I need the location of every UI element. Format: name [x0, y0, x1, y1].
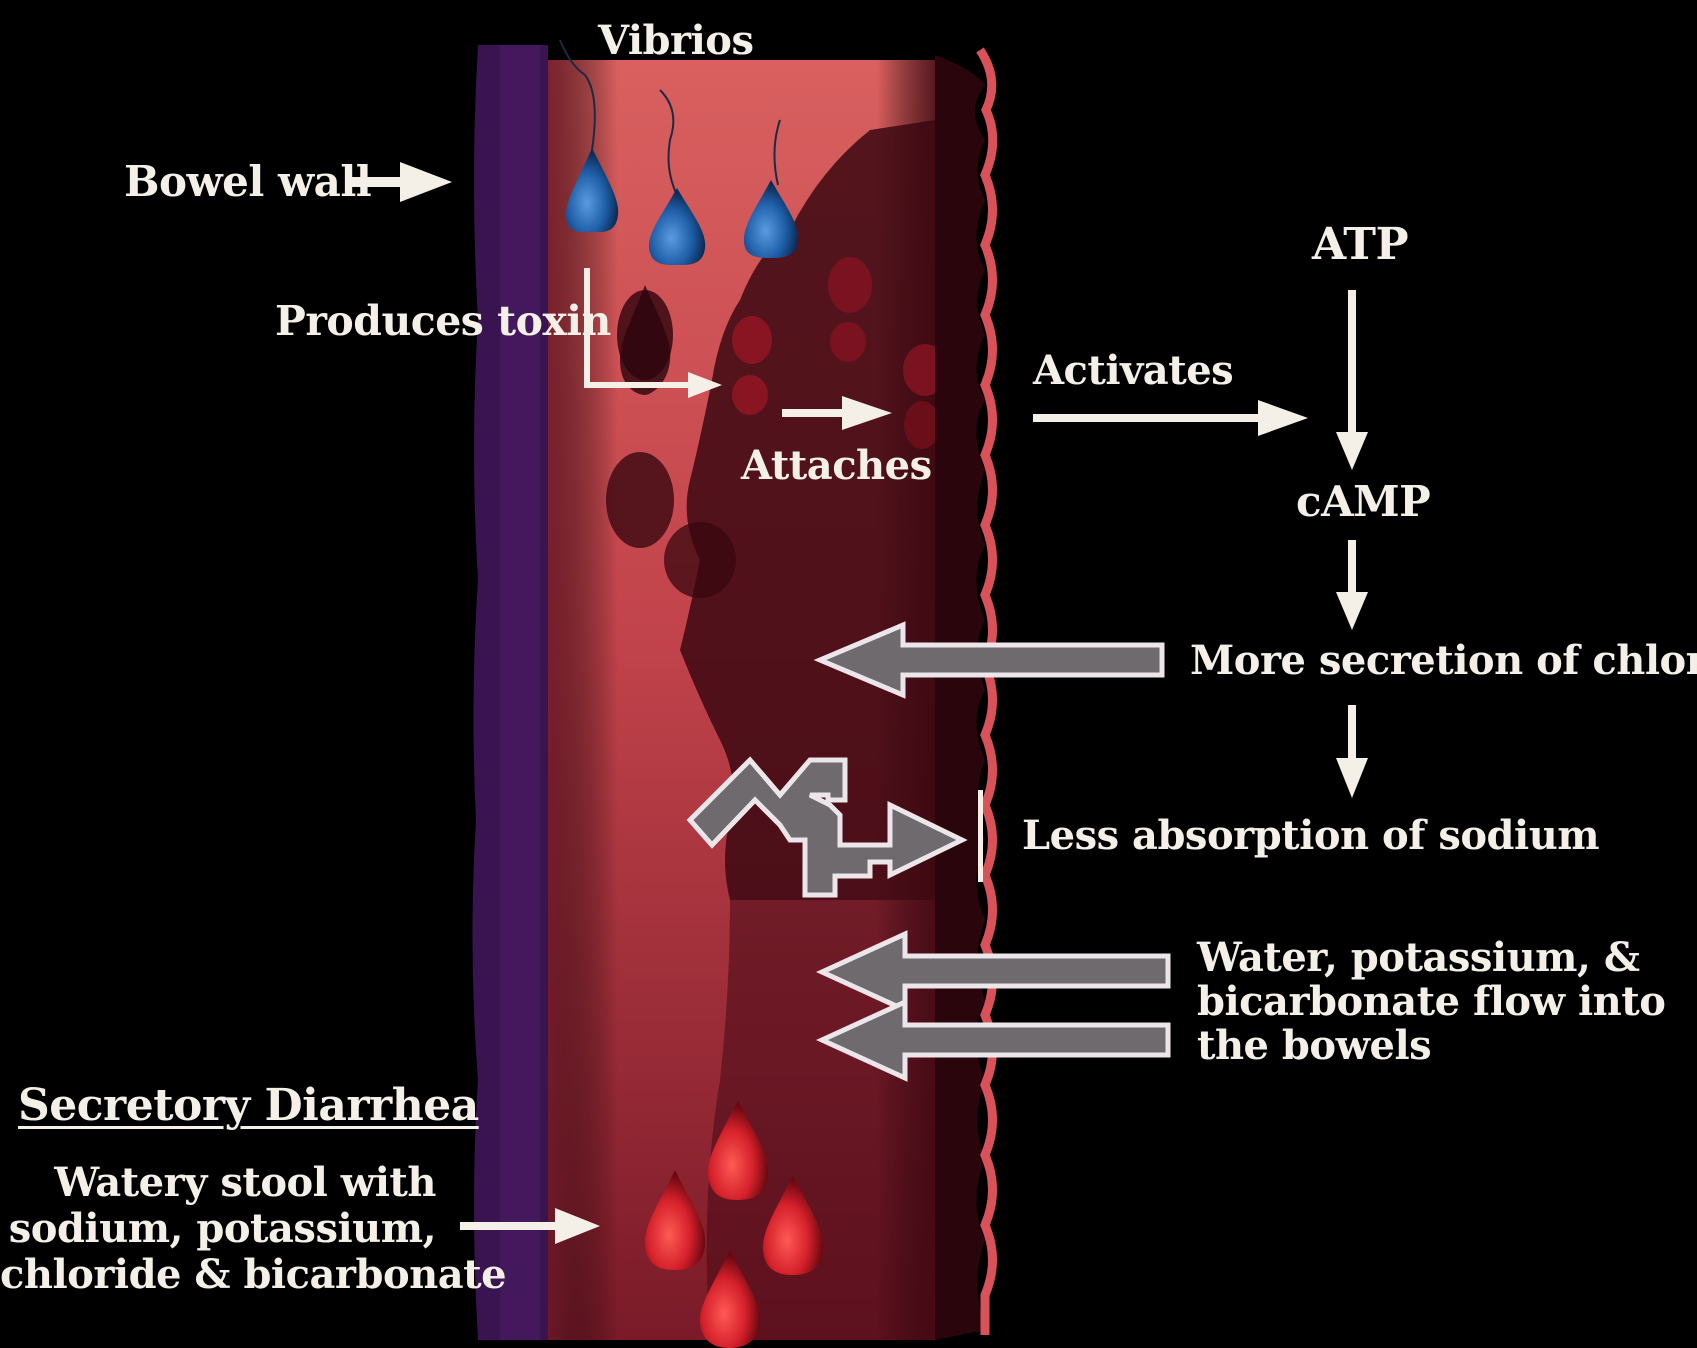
bowel-wall-label: Bowel wall [124, 160, 371, 204]
produces-toxin-label: Produces toxin [275, 300, 611, 343]
less-absorption-label: Less absorption of sodium [1022, 815, 1599, 857]
secretory-diarrhea-heading: Secretory Diarrhea [18, 1083, 479, 1129]
camp-label: cAMP [1296, 480, 1430, 524]
watery-stool-line-3: chloride & bicarbonate [0, 1252, 436, 1298]
intestinal-epithelium [935, 55, 985, 1340]
camp-to-secretion-arrow [1336, 540, 1368, 630]
atp-label: ATP [1312, 222, 1408, 268]
watery-stool-line-2: sodium, potassium, [0, 1206, 436, 1252]
water-flow-line-3: the bowels [1197, 1024, 1665, 1068]
watery-stool-line-1: Watery stool with [0, 1160, 436, 1206]
activates-label: Activates [1033, 350, 1233, 392]
water-flow-line-2: bicarbonate flow into [1197, 980, 1665, 1024]
vibrios-label: Vibrios [598, 20, 753, 62]
secretion-to-absorption-arrow [1336, 705, 1368, 798]
more-secretion-label: More secretion of chloride [1190, 640, 1697, 682]
activates-arrow [1033, 400, 1308, 436]
atp-to-camp-arrow [1336, 290, 1368, 470]
attaches-label: Attaches [741, 445, 932, 487]
water-flow-label: Water, potassium, & bicarbonate flow int… [1197, 936, 1665, 1068]
water-flow-line-1: Water, potassium, & [1197, 936, 1665, 980]
watery-stool-label: Watery stool with sodium, potassium, chl… [0, 1160, 436, 1298]
